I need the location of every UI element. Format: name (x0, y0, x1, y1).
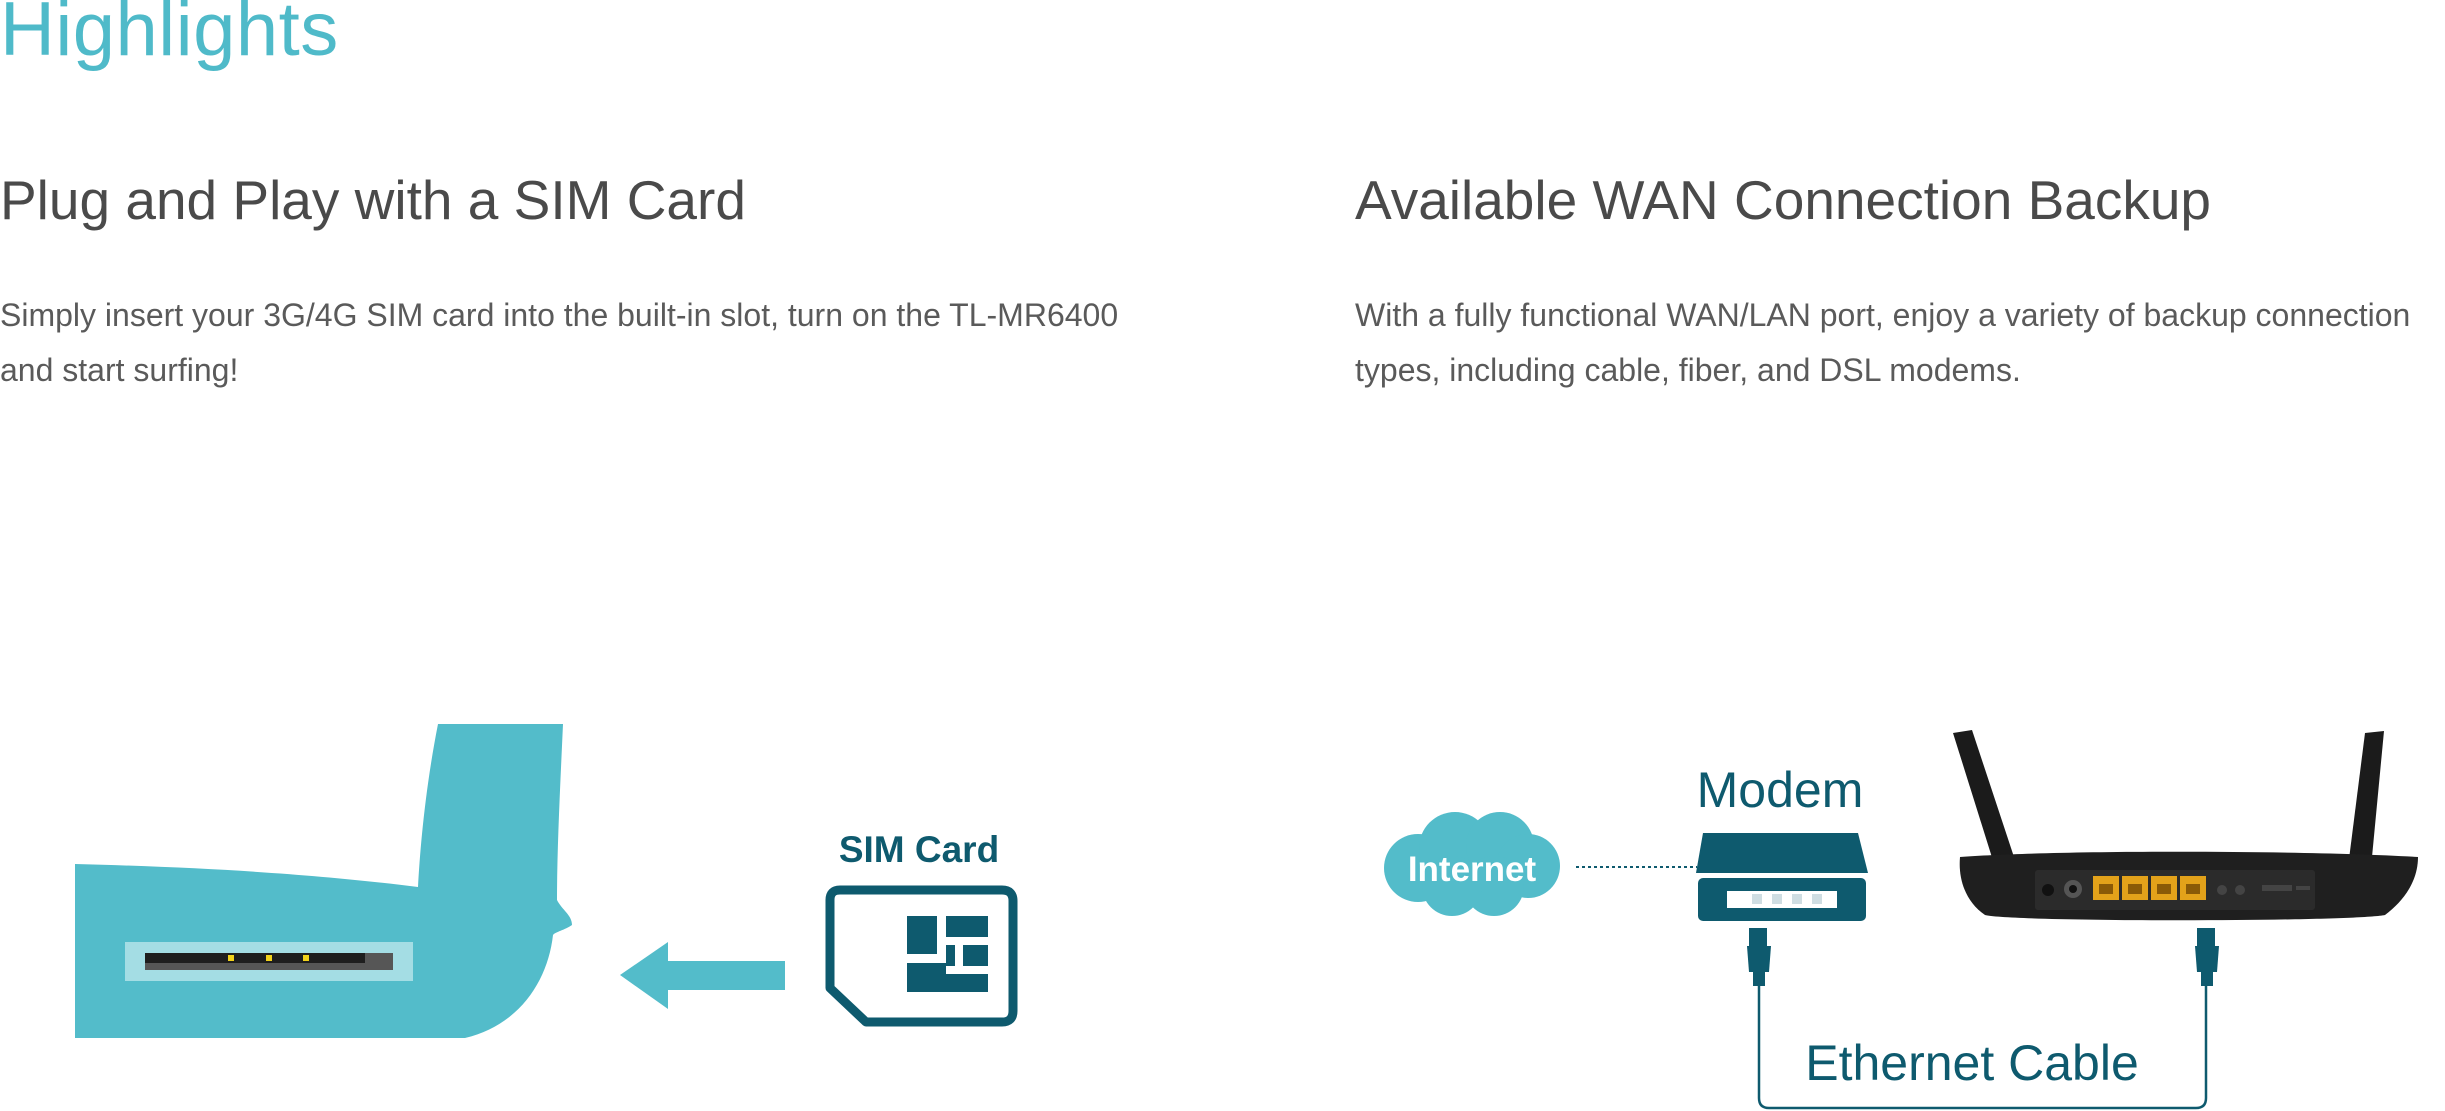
feature-title-wan: Available WAN Connection Backup (1355, 169, 2212, 231)
feature-description-wan: With a fully functional WAN/LAN port, en… (1355, 297, 2411, 388)
internet-cloud-icon (1384, 812, 1560, 916)
feature-description-sim: Simply insert your 3G/4G SIM card into t… (0, 297, 1119, 388)
ethernet-cable-line (1757, 986, 2208, 1110)
page-title: Highlights (0, 0, 339, 72)
router-sim-slot-icon (75, 724, 572, 1038)
sim-card-label: SIM Card (839, 829, 999, 870)
ethernet-plug-icon (1747, 928, 2219, 986)
modem-icon (1696, 833, 1868, 921)
sim-illustration: SIM Card (75, 724, 1018, 1038)
ethernet-cable-label: Ethernet Cable (1805, 1035, 2139, 1091)
router-icon (1953, 730, 2418, 921)
modem-label: Modem (1697, 762, 1864, 818)
sim-card-icon (825, 885, 1018, 1027)
internet-label: Internet (1408, 850, 1537, 889)
arrow-left-icon (620, 942, 785, 1009)
feature-title-sim: Plug and Play with a SIM Card (0, 169, 746, 231)
